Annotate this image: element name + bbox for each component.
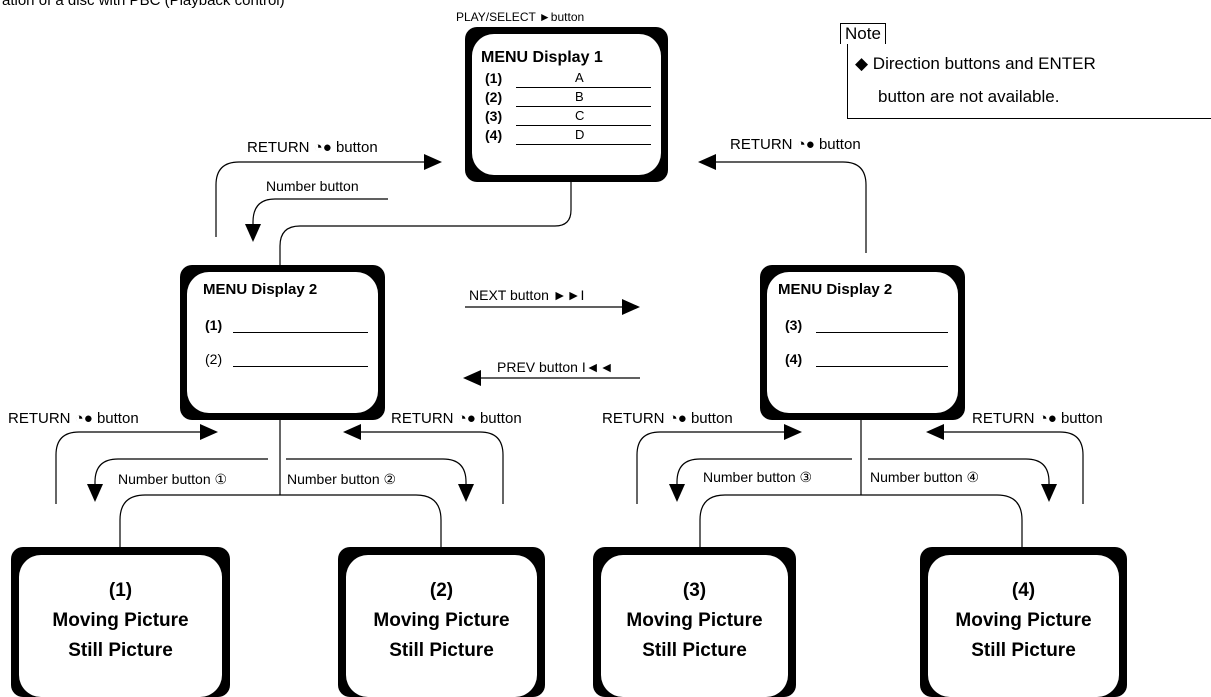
screen-4-line1: Moving Picture bbox=[955, 610, 1092, 631]
return-label-l2: RETURN ◔● button bbox=[391, 410, 522, 427]
connector-left-to-screen2 bbox=[280, 494, 442, 547]
menu-display-2-right-screen: MENU Display 2 (3) (4) bbox=[760, 265, 965, 420]
menu1-item-1-value: A bbox=[575, 70, 584, 85]
arrowhead-number-r2 bbox=[1041, 484, 1057, 502]
return-label-top-left: RETURN ◔● button bbox=[247, 139, 378, 156]
menu2-left-item-1: (1) bbox=[205, 317, 223, 333]
connector-number-l2 bbox=[286, 458, 467, 488]
connector-return-r2 bbox=[940, 431, 1084, 504]
number-button-label-top: Number button bbox=[266, 178, 359, 194]
next-button-label: NEXT button ►►I bbox=[469, 287, 585, 303]
number-button-2-label: Number button ② bbox=[287, 471, 397, 487]
play-select-label: PLAY/SELECT ►button bbox=[456, 10, 585, 24]
screen-1-line2: Still Picture bbox=[68, 640, 173, 661]
arrowhead-next bbox=[622, 299, 640, 315]
return-label-r1: RETURN ◔● button bbox=[602, 410, 733, 427]
number-button-3-label: Number button ③ bbox=[703, 469, 813, 485]
screen-4-num: (4) bbox=[1011, 580, 1036, 601]
screen-3-line1: Moving Picture bbox=[626, 610, 763, 631]
menu2-left-item-2: (2) bbox=[205, 351, 223, 367]
connector-right-to-screen4 bbox=[861, 494, 1023, 547]
screen-4-line2: Still Picture bbox=[971, 640, 1076, 661]
arrowhead-number-l1 bbox=[87, 484, 103, 502]
screen-2-line2: Still Picture bbox=[389, 640, 494, 661]
picture-screen-3: (3) Moving Picture Still Picture bbox=[593, 547, 796, 697]
note-tab: Note bbox=[840, 23, 886, 44]
connector-return-top-right bbox=[712, 161, 867, 253]
menu1-item-4-num: (4) bbox=[485, 127, 503, 143]
note-line-1: ◆ Direction buttons and ENTER bbox=[855, 54, 1096, 73]
menu-display-2-left-title: MENU Display 2 bbox=[203, 281, 318, 298]
arrowhead-number-r1 bbox=[669, 484, 685, 502]
screen-2-line1: Moving Picture bbox=[373, 610, 510, 631]
picture-screen-2: (2) Moving Picture Still Picture bbox=[338, 547, 545, 697]
return-label-l1: RETURN ◔● button bbox=[8, 410, 139, 427]
number-button-1-label: Number button ① bbox=[118, 471, 228, 487]
return-label-top-right: RETURN ◔● button bbox=[730, 136, 861, 153]
prev-button-label: PREV button I◄◄ bbox=[497, 359, 614, 375]
connector-number-r2 bbox=[868, 458, 1050, 488]
picture-screen-1: (1) Moving Picture Still Picture bbox=[11, 547, 230, 697]
arrowhead-return-r2 bbox=[926, 424, 944, 440]
connector-return-top-left bbox=[215, 161, 430, 237]
menu-display-1-screen: MENU Display 1 (1) A (2) B (3) C (4) D bbox=[465, 27, 668, 182]
return-label-r2: RETURN ◔● button bbox=[972, 410, 1103, 427]
menu-display-1-title: MENU Display 1 bbox=[481, 49, 603, 66]
arrowhead-prev bbox=[463, 370, 481, 386]
connector-return-l1 bbox=[55, 431, 206, 504]
menu1-item-3-value: C bbox=[575, 108, 585, 123]
number-button-4-label: Number button ④ bbox=[870, 469, 980, 485]
connector-left-to-screen1 bbox=[119, 494, 280, 547]
page-title: ration of a disc with PBC (Playback cont… bbox=[0, 0, 285, 9]
connector-number-top-left bbox=[252, 198, 388, 228]
menu-display-2-right-title: MENU Display 2 bbox=[778, 281, 893, 298]
connector-number-r1 bbox=[676, 458, 852, 488]
note-line-2: button are not available. bbox=[878, 87, 1060, 106]
menu1-item-1-num: (1) bbox=[485, 70, 503, 86]
connector-return-l2 bbox=[355, 431, 504, 504]
connector-menu1-to-menu2-left bbox=[279, 182, 572, 265]
arrowhead-return-top-right bbox=[698, 154, 716, 170]
note-box bbox=[847, 42, 1211, 119]
connector-right-to-screen3 bbox=[699, 494, 861, 547]
connector-number-l1 bbox=[94, 458, 268, 488]
screen-3-line2: Still Picture bbox=[642, 640, 747, 661]
menu1-item-3-num: (3) bbox=[485, 108, 503, 124]
picture-screen-4: (4) Moving Picture Still Picture bbox=[920, 547, 1127, 697]
menu1-item-2-value: B bbox=[575, 89, 584, 104]
menu-display-2-left-screen: MENU Display 2 (1) (2) bbox=[180, 265, 385, 420]
screen-1-num: (1) bbox=[108, 580, 133, 601]
arrowhead-number-top-left bbox=[245, 224, 261, 242]
screen-1-line1: Moving Picture bbox=[52, 610, 189, 631]
arrowhead-return-r1 bbox=[784, 424, 802, 440]
menu1-item-2-num: (2) bbox=[485, 89, 503, 105]
arrowhead-return-l2 bbox=[343, 424, 361, 440]
menu2-right-item-1: (3) bbox=[785, 317, 803, 333]
screen-3-num: (3) bbox=[682, 580, 707, 601]
menu2-right-item-2: (4) bbox=[785, 351, 803, 367]
arrowhead-return-top-left bbox=[424, 154, 442, 170]
screen-2-num: (2) bbox=[429, 580, 454, 601]
arrowhead-number-l2 bbox=[458, 484, 474, 502]
connector-return-r1 bbox=[636, 431, 790, 504]
arrowhead-return-l1 bbox=[200, 424, 218, 440]
menu1-item-4-value: D bbox=[575, 127, 585, 142]
